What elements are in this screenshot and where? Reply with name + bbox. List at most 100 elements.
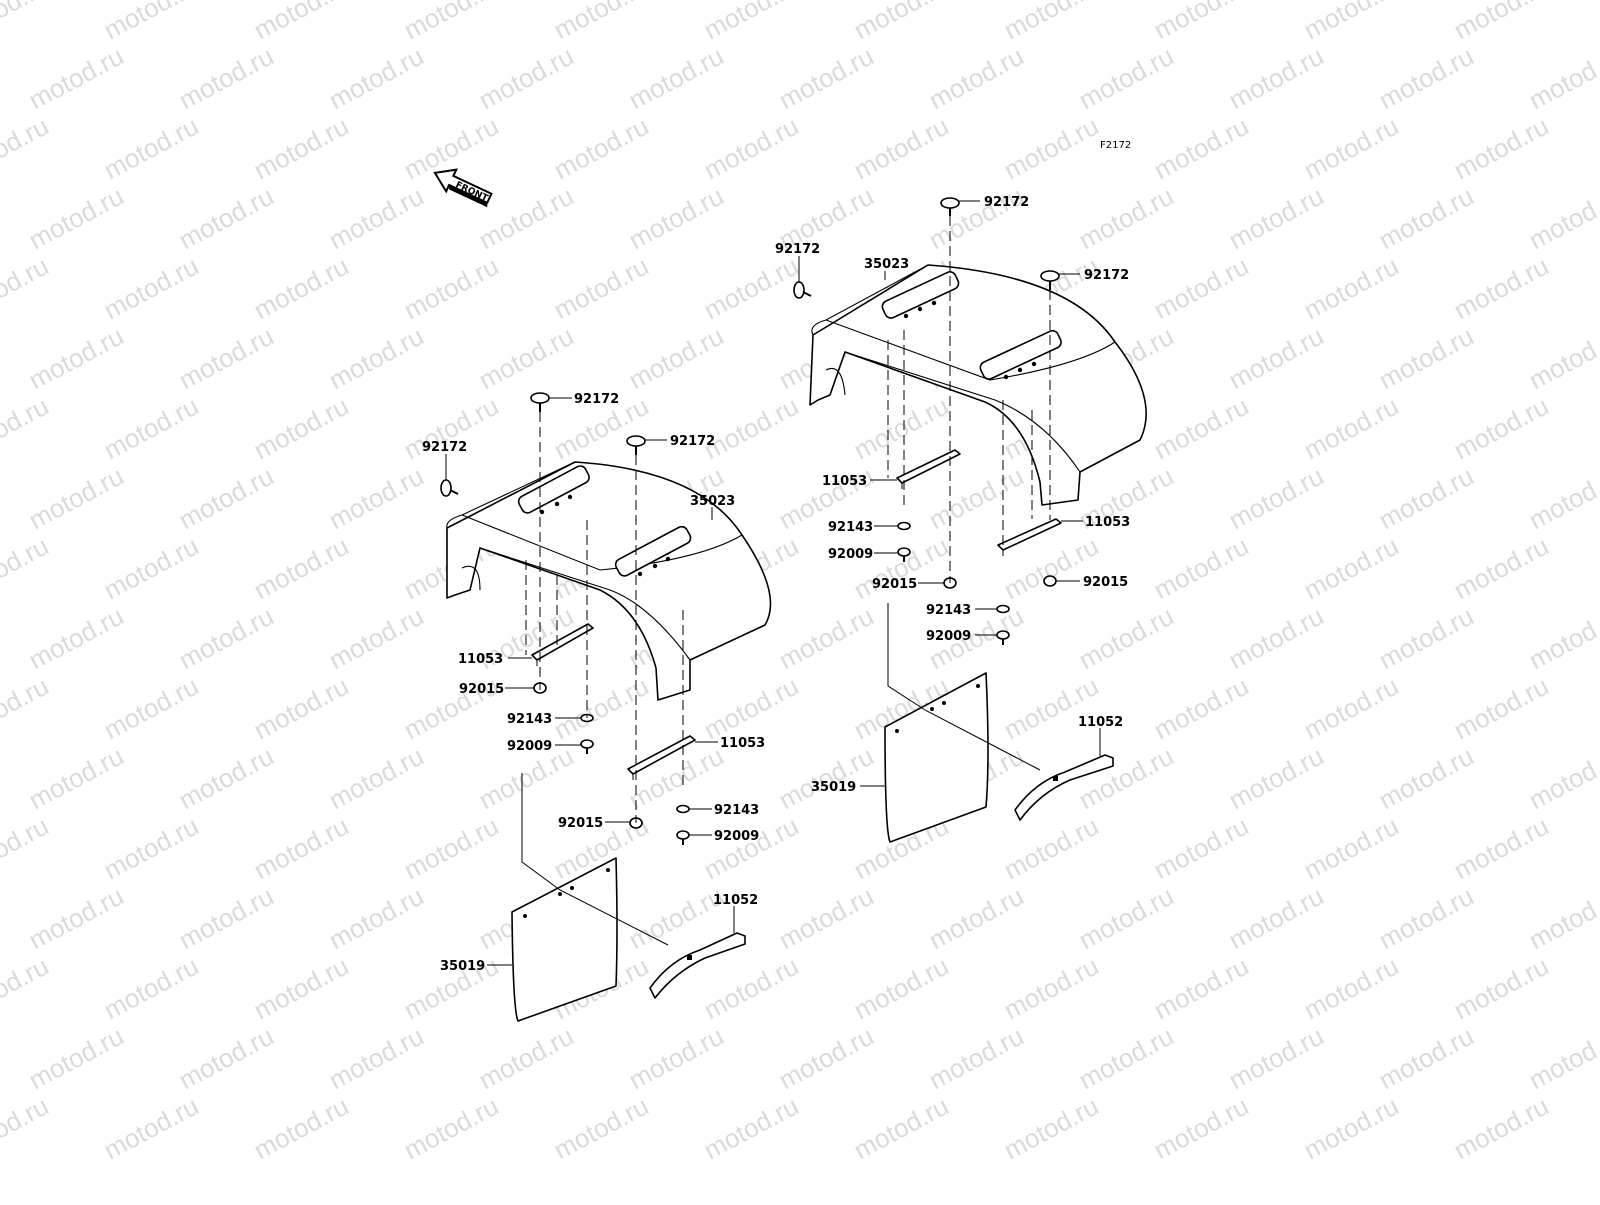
watermark-text: motod.ru (99, 251, 204, 326)
watermark-text: motod.ru (999, 0, 1104, 45)
watermark-text: motod.ru (849, 111, 954, 186)
watermark-text: motod.ru (1224, 881, 1329, 956)
label-92015-left-b: 92015 (558, 816, 603, 831)
watermark-text: motod.ru (1224, 181, 1329, 256)
watermark-text: motod.ru (1374, 321, 1479, 396)
watermark-text: motod.ru (174, 41, 279, 116)
watermark-text: motod.ru (249, 951, 354, 1026)
watermark-text: motod.ru (1524, 181, 1600, 256)
watermark-text: motod.ru (1374, 461, 1479, 536)
watermark-text: motod.ru (1524, 321, 1600, 396)
watermark-text: motod.ru (999, 671, 1104, 746)
watermark-text: motod.ru (624, 41, 729, 116)
watermark-text: motod.ru (1299, 0, 1404, 45)
watermark-text: motod.ru (1449, 951, 1554, 1026)
watermark-text: motod.ru (924, 881, 1029, 956)
watermark-text: motod.ru (0, 391, 53, 466)
left-rear-fender (446, 461, 772, 701)
watermark-text: motod.ru (1374, 881, 1479, 956)
watermark-text: motod.ru (174, 881, 279, 956)
watermark-text: motod.ru (1224, 601, 1329, 676)
watermark-text: motod.ru (624, 321, 729, 396)
watermark-text: motod.ru (24, 41, 129, 116)
watermark-text: motod.ru (324, 741, 429, 816)
watermark-text: motod.ru (0, 111, 53, 186)
watermark-text: motod.ru (1299, 391, 1404, 466)
watermark-text: motod.ru (1524, 741, 1600, 816)
watermark-text: motod.ru (1449, 251, 1554, 326)
watermark-text: motod.ru (624, 181, 729, 256)
right-bracket-b (997, 518, 1062, 556)
watermark-text: motod.ru (999, 811, 1104, 886)
watermark-text: motod.ru (924, 41, 1029, 116)
watermark-text: motod.ru (849, 951, 954, 1026)
watermark-text: motod.ru (1299, 1091, 1404, 1166)
label-11053-right-a: 11053 (822, 474, 867, 489)
label-92172-right-side: 92172 (775, 242, 820, 257)
watermark-text: motod.ru (1074, 1021, 1179, 1096)
label-11053-right-b: 11053 (1085, 515, 1130, 530)
right-rear-fender (809, 264, 1147, 506)
watermark-text: motod.ru (249, 1091, 354, 1166)
watermark-text: motod.ru (249, 111, 354, 186)
watermark-text: motod.ru (1524, 41, 1600, 116)
watermark-text: motod.ru (174, 741, 279, 816)
left-bracket-b (627, 735, 696, 780)
watermark-text: motod.ru (1149, 531, 1254, 606)
label-35019-left: 35019 (440, 959, 485, 974)
watermark-text: motod.ru (924, 181, 1029, 256)
watermark-text: motod.ru (324, 601, 429, 676)
watermark-text: motod.ru (774, 601, 879, 676)
watermark-text: motod.ru (1074, 41, 1179, 116)
watermark-text: motod.ru (24, 181, 129, 256)
label-92143-right-b: 92143 (926, 603, 971, 618)
label-92015-left-a: 92015 (459, 682, 504, 697)
watermark-text: motod.ru (1224, 41, 1329, 116)
label-35023-right: 35023 (864, 257, 909, 272)
watermark-text: motod.ru (1149, 0, 1254, 45)
watermark-text: motod.ru (99, 951, 204, 1026)
watermark-text: motod.ru (99, 1091, 204, 1166)
watermark-text: motod.ru (324, 881, 429, 956)
watermark-text: motod.ru (1449, 811, 1554, 886)
label-92009-right-a: 92009 (828, 547, 873, 562)
right-washer-92143-b-icon (996, 604, 1010, 614)
watermark-text: motod.ru (249, 671, 354, 746)
watermark-text: motod.ru (1449, 1091, 1554, 1166)
right-bolt-top-b-icon (1040, 270, 1060, 290)
label-35023-left: 35023 (690, 494, 735, 509)
watermark-text: motod.ru (849, 0, 954, 45)
watermark-text: motod.ru (1149, 111, 1254, 186)
watermark-text: motod.ru (99, 111, 204, 186)
watermark-text: motod.ru (399, 1091, 504, 1166)
watermark-text: motod.ru (699, 251, 804, 326)
label-35019-right: 35019 (811, 780, 856, 795)
watermark-text: motod.ru (1074, 601, 1179, 676)
watermark-text: motod.ru (549, 251, 654, 326)
watermark-text: motod.ru (174, 461, 279, 536)
right-bracket-a (896, 449, 961, 489)
watermark-text: motod.ru (1449, 391, 1554, 466)
right-leader-lines (798, 200, 1101, 787)
label-92009-left-b: 92009 (714, 829, 759, 844)
watermark-text: motod.ru (0, 251, 53, 326)
label-92143-left-b: 92143 (714, 803, 759, 818)
watermark-text: motod.ru (1374, 741, 1479, 816)
label-92172-left-top-b: 92172 (670, 434, 715, 449)
watermark-text: motod.ru (24, 461, 129, 536)
right-bolt-92009-a-icon (897, 547, 911, 562)
label-11053-left-a: 11053 (458, 652, 503, 667)
watermark-text: motod.ru (1524, 1021, 1600, 1096)
watermark-text: motod.ru (324, 461, 429, 536)
right-nut-92015-b-icon (1043, 575, 1057, 587)
watermark-text: motod.ru (549, 671, 654, 746)
watermark-text: motod.ru (24, 321, 129, 396)
watermark-text: motod.ru (924, 1021, 1029, 1096)
watermark-text: motod.ru (699, 111, 804, 186)
watermark-text: motod.ru (699, 951, 804, 1026)
watermark-text: motod.ru (249, 251, 354, 326)
watermark-text: motod.ru (774, 1021, 879, 1096)
watermark-text: motod.ru (99, 531, 204, 606)
watermark-text: motod.ru (1149, 1091, 1254, 1166)
